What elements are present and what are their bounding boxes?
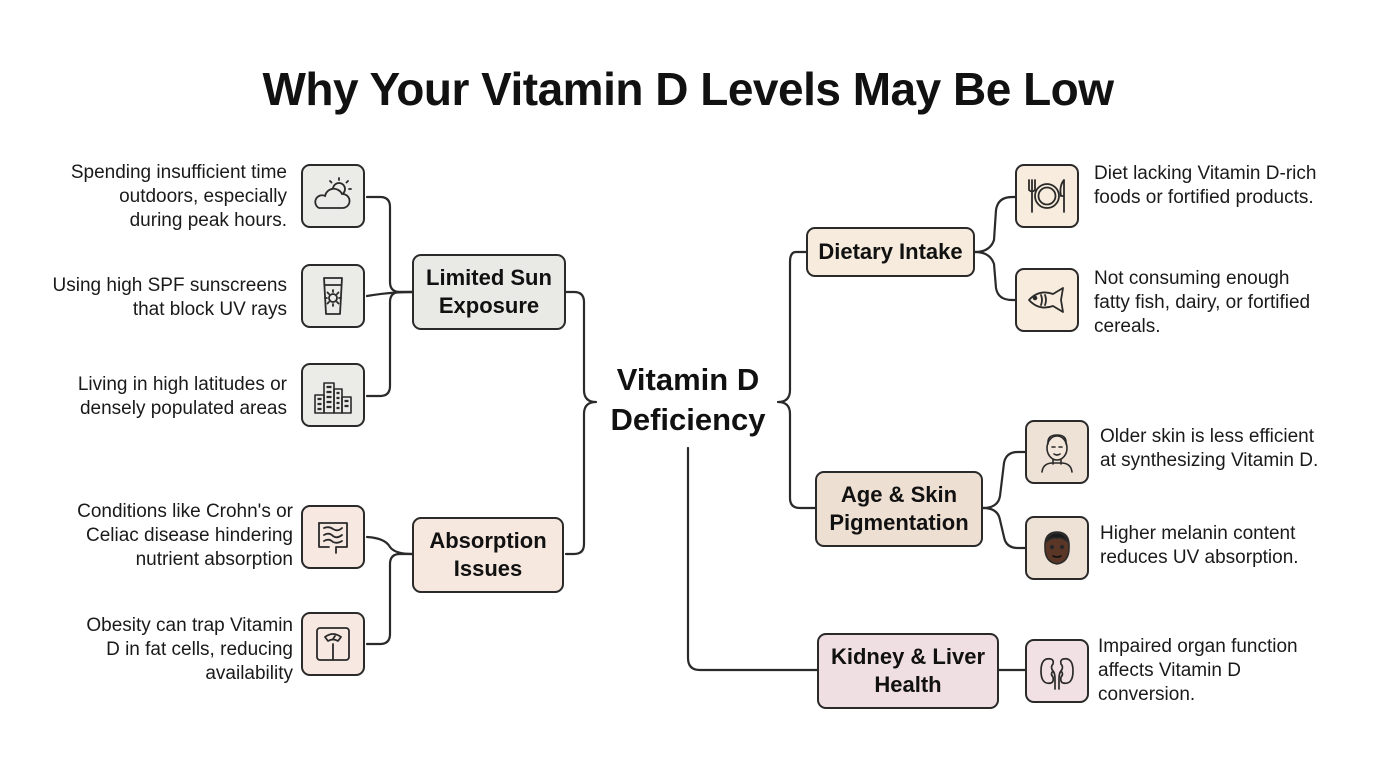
category-dietary-intake: Dietary Intake (806, 227, 975, 277)
description-line: Spending insufficient time (70, 162, 287, 183)
category-label-line1: Kidney & Liver (830, 644, 986, 669)
category-label-line1: Limited Sun (426, 265, 552, 290)
category-label-line2: Exposure (438, 293, 540, 318)
description-line: Using high SPF sunscreens (52, 275, 287, 296)
description-line: cereals. (1094, 316, 1161, 337)
description-line: affects Vitamin D (1098, 660, 1241, 681)
description-line: Impaired organ function (1098, 636, 1298, 657)
category-label-line2: Pigmentation (829, 510, 969, 535)
center-title: Vitamin D Deficiency (588, 360, 788, 440)
description-line: Living in high latitudes or (77, 374, 287, 395)
description-line: Higher melanin content (1100, 523, 1296, 544)
description-line: foods or fortified products. (1094, 187, 1314, 208)
category-label-line2: Health (874, 672, 942, 697)
description-organ-function: Impaired organ function affects Vitamin … (1098, 635, 1298, 707)
description-melanin: Higher melanin content reduces UV absorp… (1100, 522, 1299, 570)
description-obesity: Obesity can trap Vitamin D in fat cells,… (86, 614, 293, 686)
description-line: densely populated areas (79, 398, 287, 419)
category-label-line1: Absorption (429, 528, 547, 553)
description-line: Not consuming enough (1094, 268, 1290, 289)
description-latitude: Living in high latitudes or densely popu… (78, 373, 287, 421)
category-label-line1: Dietary Intake (818, 239, 963, 264)
description-line: Celiac disease hindering (85, 525, 293, 546)
intestine-icon (301, 505, 365, 569)
description-fish: Not consuming enough fatty fish, dairy, … (1094, 267, 1310, 339)
kidneys-icon (1025, 639, 1089, 703)
description-line: during peak hours. (129, 210, 287, 231)
category-label-line2: Issues (453, 556, 523, 581)
description-line: availability (205, 663, 293, 684)
description-line: Diet lacking Vitamin D-rich (1094, 163, 1317, 184)
scale-icon (301, 612, 365, 676)
description-outdoors: Spending insufficient time outdoors, esp… (71, 161, 287, 233)
description-line: conversion. (1098, 684, 1196, 705)
description-line: at synthesizing Vitamin D. (1100, 450, 1319, 471)
description-line: Conditions like Crohn's or (77, 501, 293, 522)
description-line: that block UV rays (132, 299, 287, 320)
sunscreen-icon (301, 264, 365, 328)
fish-icon (1015, 268, 1079, 332)
description-crohns: Conditions like Crohn's or Celiac diseas… (77, 500, 293, 572)
city-buildings-icon (301, 363, 365, 427)
description-line: reduces UV absorption. (1100, 547, 1299, 568)
description-line: outdoors, especially (119, 186, 287, 207)
sun-cloud-icon (301, 164, 365, 228)
description-older-skin: Older skin is less efficient at synthesi… (1100, 425, 1318, 473)
page-title: Why Your Vitamin D Levels May Be Low (262, 63, 1114, 115)
plate-cutlery-icon (1015, 164, 1079, 228)
description-line: fatty fish, dairy, or fortified (1094, 292, 1311, 313)
description-line: Obesity can trap Vitamin (86, 615, 293, 636)
description-line: Older skin is less efficient (1100, 426, 1315, 447)
description-line: D in fat cells, reducing (106, 639, 293, 660)
center-title-line1: Vitamin D (616, 362, 760, 397)
description-diet: Diet lacking Vitamin D-rich foods or for… (1094, 162, 1316, 210)
category-label-line1: Age & Skin (840, 482, 958, 507)
description-line: nutrient absorption (135, 549, 293, 570)
description-sunscreen: Using high SPF sunscreens that block UV … (53, 274, 287, 322)
dark-skin-face-icon (1025, 516, 1089, 580)
center-title-line2: Deficiency (610, 402, 766, 437)
older-person-icon (1025, 420, 1089, 484)
